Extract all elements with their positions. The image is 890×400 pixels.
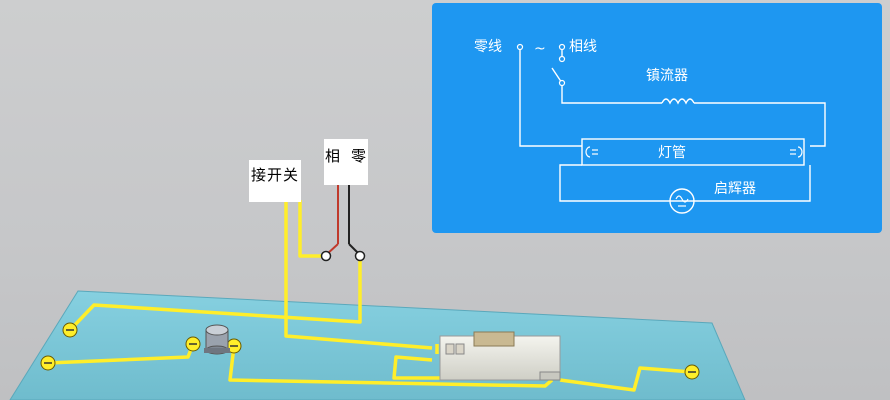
schematic-ballast-coil [661,98,695,105]
wire-neutral-to-board [68,256,362,332]
schematic-neutral-label: 零线 [474,39,502,55]
schematic-phase-label: 相线 [569,39,597,55]
phase-label-text: 相 [324,147,341,165]
schematic-panel: 零线 ~ 相线 镇流器 灯管 启辉器 [432,3,882,233]
neutral-label-text: 零 [351,147,368,165]
schematic-starter-loop [559,164,811,202]
switch-label-text: 接开关 [250,166,299,184]
wire-starter-to-tube [228,345,554,388]
wire-switch-to-phase [298,200,326,258]
schematic-tube-label: 灯管 [658,145,686,161]
phase-neutral-label: 相 零 [324,139,368,185]
schematic-switch-bottom [558,79,566,87]
ballast-component[interactable] [439,331,561,381]
schematic-neutral-line [519,47,582,147]
schematic-ballast-to-tube [694,102,826,147]
schematic-starter-symbol [669,188,695,214]
switch-label: 接开关 [249,160,301,202]
mounting-board [9,290,746,400]
schematic-switch-top [558,55,566,63]
circuit-schematic: 零线 ~ 相线 镇流器 灯管 启辉器 [474,39,826,214]
phase-connector[interactable] [320,250,332,262]
schematic-starter-label: 启辉器 [714,181,756,197]
schematic-tube-cap-right [797,146,803,158]
schematic-phase-terminal [558,43,566,51]
neutral-connector[interactable] [354,250,366,262]
wire-right-terminal [559,366,693,392]
board-terminals [40,322,700,380]
wire-ballast-loop [392,355,440,380]
schematic-ac-symbol: ~ [534,41,546,57]
starter-component[interactable] [204,324,230,355]
schematic-ballast-label: 镇流器 [646,68,688,84]
schematic-starter-wave [675,195,689,203]
schematic-tube-cap-left [585,146,591,158]
schematic-tube [581,138,805,166]
wire-switch-down [284,200,433,350]
schematic-phase-to-ballast [561,83,662,104]
schematic-neutral-terminal [516,43,524,51]
